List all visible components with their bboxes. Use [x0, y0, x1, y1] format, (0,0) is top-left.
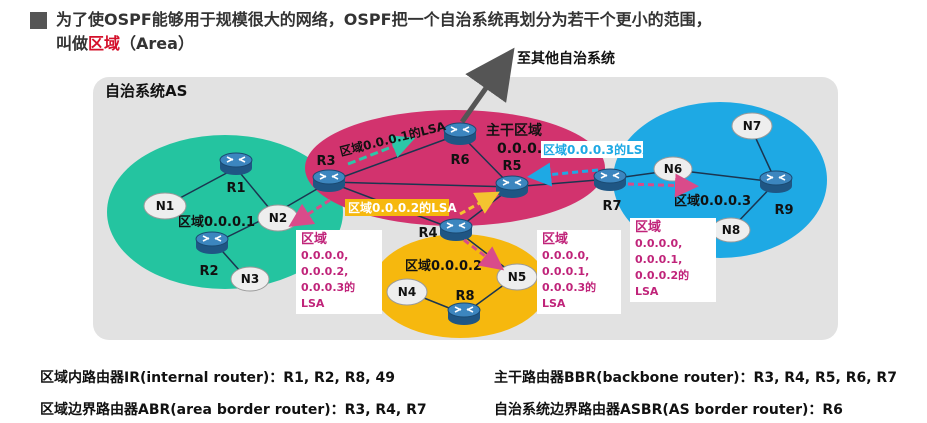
svg-text:N6: N6	[664, 162, 682, 176]
legend-bbr: 主干路由器BBR(backbone router)：R3, R4, R5, R6…	[494, 370, 897, 386]
area1-label: 区域0.0.0.1	[178, 214, 255, 230]
svg-text:N8: N8	[722, 223, 740, 237]
svg-text:R7: R7	[602, 199, 621, 214]
network-n1: N1	[143, 192, 187, 220]
router-r2: R2	[195, 231, 229, 279]
lsa-arrow-area3-bg	[541, 141, 643, 158]
svg-text:R6: R6	[450, 153, 469, 168]
networks: N1 N2 N3 N4 N5 N6 N7 N8	[143, 112, 773, 306]
legend-asbr: 自治系统边界路由器ASBR(AS border router)：R6	[494, 402, 843, 418]
backbone-region	[305, 110, 605, 226]
title-line-1: 为了使OSPF能够用于规模很大的网络，OSPF把一个自治系统再划分为若干个更小的…	[56, 10, 712, 29]
router-r6: R6	[443, 122, 477, 168]
network-n7: N7	[731, 112, 773, 140]
title-highlight: 区域	[88, 34, 121, 53]
title-line-2: 叫做区域（Area）	[56, 32, 916, 56]
router-r5: R5	[495, 159, 529, 199]
svg-text:R1: R1	[226, 181, 245, 196]
svg-text:R5: R5	[502, 159, 521, 174]
svg-text:N3: N3	[241, 272, 259, 286]
svg-text:R8: R8	[455, 289, 474, 304]
network-n2: N2	[257, 204, 299, 232]
lsa-arrow-area1-down	[288, 198, 331, 227]
network-n4: N4	[386, 278, 428, 306]
svg-text:R9: R9	[774, 203, 793, 218]
network-n6: N6	[653, 156, 693, 182]
svg-text:N1: N1	[156, 199, 174, 213]
as-label: 自治系统AS	[105, 82, 187, 100]
lsa-arrow-area2-label: 区域0.0.0.2的LSA	[348, 200, 457, 215]
svg-text:N2: N2	[269, 211, 287, 225]
title-suffix: （Area）	[120, 34, 194, 53]
lsa-box-area3: 区域 0.0.0.0, 0.0.0.1, 0.0.0.2的LSA	[630, 218, 716, 302]
backbone-id: 0.0.0.0	[497, 141, 552, 157]
network-n5: N5	[496, 263, 538, 291]
legend-abr: 区域边界路由器ABR(area border router)：R3, R4, R…	[40, 402, 427, 418]
title-prefix: 叫做	[56, 34, 89, 53]
area1-region	[107, 135, 343, 289]
lsa-arrow-area1	[347, 135, 416, 166]
svg-text:N4: N4	[398, 285, 416, 299]
lsa-arrow-area3-right	[627, 173, 699, 198]
svg-text:N5: N5	[508, 270, 526, 284]
legend-ir: 区域内路由器IR(internal router)：R1, R2, R8, 49	[40, 370, 395, 386]
lsa-box-area2: 区域 0.0.0.0, 0.0.0.1, 0.0.0.3的LSA	[537, 230, 621, 314]
svg-text:R2: R2	[199, 264, 218, 279]
router-r9: R9	[759, 170, 794, 218]
backbone-name: 主干区域	[486, 122, 542, 139]
title-bullet	[30, 12, 47, 29]
lsa-arrow-area2-bg	[345, 199, 449, 216]
router-r4: R4	[418, 218, 473, 242]
lsa-box-area1: 区域 0.0.0.0, 0.0.0.2, 0.0.0.3的LSA	[296, 230, 382, 314]
network-n3: N3	[230, 266, 270, 292]
lsa-arrow-area3-label: 区域0.0.0.3的LSA	[543, 142, 652, 157]
to-other-as-arrow	[459, 47, 515, 124]
router-r7: R7	[593, 168, 627, 214]
area3-label: 区域0.0.0.3	[674, 193, 751, 209]
router-r8: R8	[447, 289, 481, 326]
router-r3: R3	[312, 154, 346, 193]
svg-text:R4: R4	[418, 226, 437, 241]
lsa-arrow-area2	[459, 191, 500, 216]
to-other-as-label: 至其他自治系统	[517, 50, 615, 67]
page-title: 为了使OSPF能够用于规模很大的网络，OSPF把一个自治系统再划分为若干个更小的…	[56, 8, 916, 56]
network-n8: N8	[711, 217, 751, 243]
lsa-arrow-area2-down	[463, 238, 505, 271]
svg-text:R3: R3	[316, 154, 335, 169]
svg-text:N7: N7	[743, 119, 761, 133]
lsa-arrow-area3	[527, 162, 599, 187]
area2-label: 区域0.0.0.2	[405, 258, 482, 274]
router-r1: R1	[219, 152, 253, 196]
